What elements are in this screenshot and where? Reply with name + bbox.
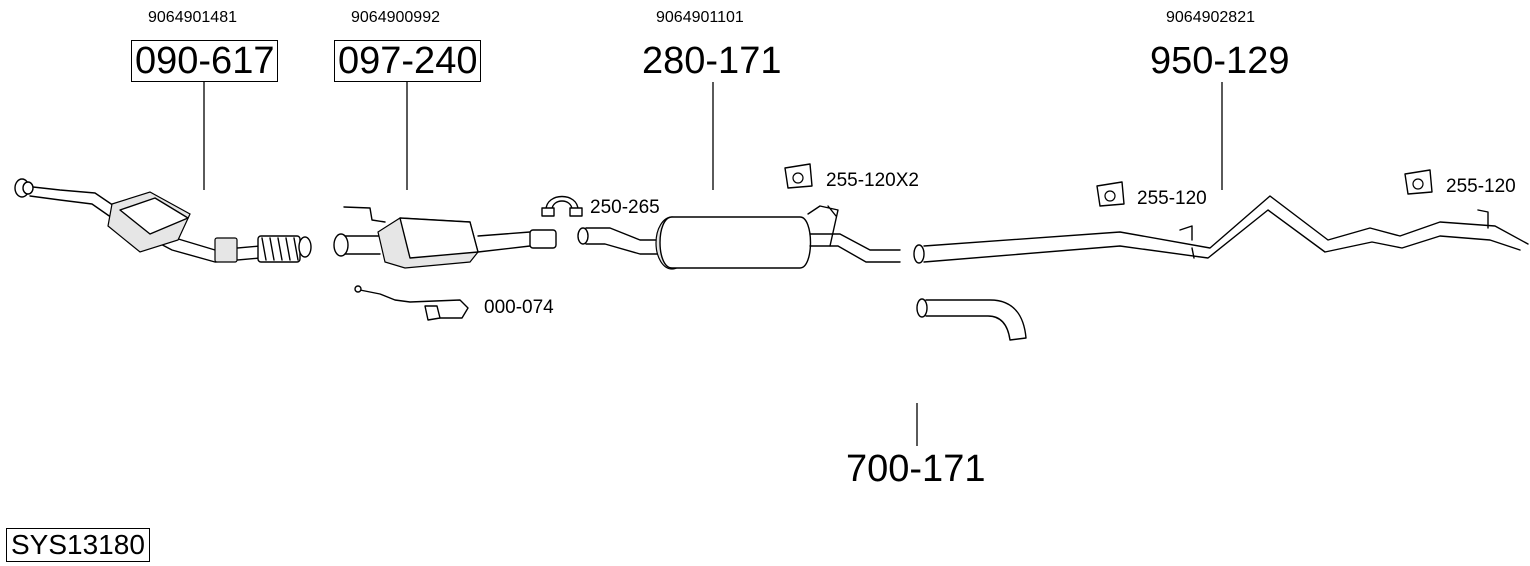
hanger-icon-rear-1[interactable] (1096, 181, 1125, 207)
clamp-label[interactable]: 250-265 (590, 197, 660, 218)
part-number-280-171[interactable]: 280-171 (642, 40, 782, 82)
oe-number-090-617: 9064901481 (148, 9, 237, 26)
hanger-icon-middle[interactable] (784, 163, 813, 189)
hanger-middle-label[interactable]: 255-120X2 (826, 170, 919, 191)
oe-number-097-240: 9064900992 (351, 9, 440, 26)
oe-number-950-129: 9064902821 (1166, 9, 1255, 26)
sensor-part[interactable] (354, 285, 469, 321)
sensor-label[interactable]: 000-074 (484, 297, 554, 318)
part-number-700-171[interactable]: 700-171 (846, 448, 986, 490)
part-number-950-129[interactable]: 950-129 (1150, 40, 1290, 82)
hanger-rear-1-label[interactable]: 255-120 (1137, 188, 1207, 209)
tail-pipe-part[interactable] (916, 298, 1027, 341)
clamp-icon[interactable] (541, 195, 583, 217)
system-code: SYS13180 (6, 528, 150, 562)
hanger-rear-2-label[interactable]: 255-120 (1446, 176, 1516, 197)
hanger-icon-rear-2[interactable] (1404, 169, 1433, 195)
centre-muffler-part[interactable] (577, 205, 901, 270)
part-number-090-617[interactable]: 090-617 (131, 40, 279, 82)
particle-filter-part[interactable] (333, 206, 557, 269)
part-number-097-240[interactable]: 097-240 (334, 40, 482, 82)
rear-pipe-part[interactable] (913, 195, 1529, 264)
front-pipe-catalyst-part[interactable] (14, 178, 312, 263)
oe-number-280-171: 9064901101 (656, 9, 744, 26)
